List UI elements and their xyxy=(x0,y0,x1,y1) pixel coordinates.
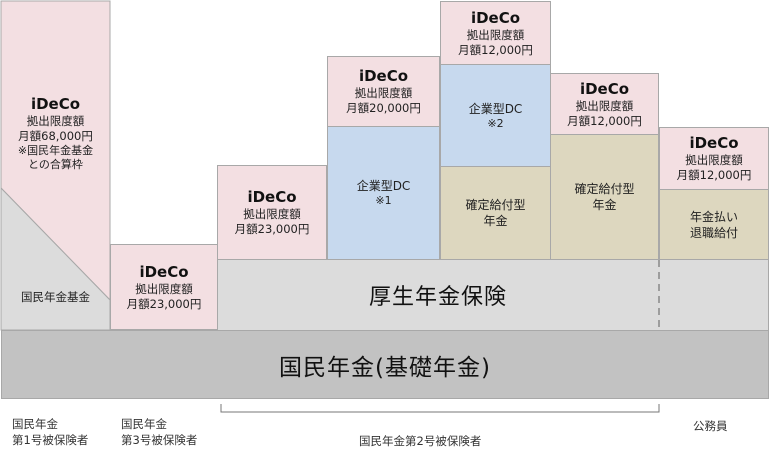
col2-ideco-amount: 月額23,000円 xyxy=(126,296,202,311)
col5-dc-label: 企業型DC xyxy=(468,101,523,116)
col1-ideco-title: iDeCo xyxy=(30,95,81,113)
col7-ideco-amount: 月額12,000円 xyxy=(676,168,752,182)
col1-ideco-note1: ※国民年金基金 xyxy=(17,144,94,157)
col1-ideco-limit-label: 拠出限度額 xyxy=(26,114,85,128)
col2-ideco-block: iDeCo 拠出限度額 月額23,000円 xyxy=(110,244,218,330)
col1-fund-label: 国民年金基金 xyxy=(21,289,90,304)
col4-dc-block: 企業型DC ※1 xyxy=(327,126,440,260)
col1-ideco-amount: 月額68,000円 xyxy=(18,129,93,143)
col7-pension-block: 年金払い 退職給付 xyxy=(659,189,769,260)
col5-db-block: 確定給付型 年金 xyxy=(440,166,551,260)
col7-ideco-limit-label: 拠出限度額 xyxy=(685,153,743,167)
col3-ideco-amount: 月額23,000円 xyxy=(234,222,310,236)
col2-ideco-title: iDeCo xyxy=(139,262,189,281)
label-type1-line1: 国民年金 xyxy=(12,417,58,431)
col5-db-line1: 確定給付型 xyxy=(465,198,526,212)
col3-ideco-title: iDeCo xyxy=(247,188,297,206)
col7-ideco-title: iDeCo xyxy=(689,134,739,152)
col5-dc-block: 企業型DC ※2 xyxy=(440,64,551,167)
col7-pension-line2: 退職給付 xyxy=(689,225,738,240)
col5-dc-note: ※2 xyxy=(487,116,504,130)
kosei-nenkin-block: 厚生年金保険 xyxy=(217,259,769,331)
col4-dc-note: ※1 xyxy=(375,194,392,207)
label-type2: 国民年金第2号被保険者 xyxy=(359,434,482,448)
label-civil-servant: 公務員 xyxy=(693,419,728,433)
col5-ideco-title: iDeCo xyxy=(470,8,521,27)
kosei-nenkin-label: 厚生年金保険 xyxy=(368,285,507,310)
col6-db-line1: 確定給付型 xyxy=(574,182,635,196)
label-type3-line2: 第3号被保険者 xyxy=(121,433,198,447)
label-type3-line1: 国民年金 xyxy=(121,417,167,431)
kokumin-nenkin-block: 国民年金(基礎年金) xyxy=(1,330,769,399)
col6-db-block: 確定給付型 年金 xyxy=(550,134,659,260)
label-type1-line2: 第1号被保険者 xyxy=(12,433,89,447)
col4-ideco-amount: 月額20,000円 xyxy=(346,101,421,115)
col1-ideco-block: iDeCo 拠出限度額 月額68,000円 ※国民年金基金 との合算枠 xyxy=(1,95,110,205)
col4-dc-label: 企業型DC xyxy=(356,179,411,193)
col3-ideco-block: iDeCo 拠出限度額 月額23,000円 xyxy=(217,165,327,260)
col6-ideco-amount: 月額12,000円 xyxy=(567,113,642,128)
col5-db-line2: 年金 xyxy=(483,214,508,228)
col6-ideco-block: iDeCo 拠出限度額 月額12,000円 xyxy=(550,73,659,135)
col6-ideco-limit-label: 拠出限度額 xyxy=(575,98,634,113)
col4-ideco-block: iDeCo 拠出限度額 月額20,000円 xyxy=(327,56,440,127)
col6-db-line2: 年金 xyxy=(592,198,617,212)
col4-ideco-title: iDeCo xyxy=(358,67,409,85)
col4-ideco-limit-label: 拠出限度額 xyxy=(354,86,413,100)
col3-ideco-limit-label: 拠出限度額 xyxy=(243,207,301,221)
label-type1: 国民年金 第1号被保険者 xyxy=(12,416,88,448)
col5-ideco-amount: 月額12,000円 xyxy=(458,42,533,57)
col5-ideco-limit-label: 拠出限度額 xyxy=(466,27,525,42)
col6-ideco-title: iDeCo xyxy=(579,79,630,98)
col5-ideco-block: iDeCo 拠出限度額 月額12,000円 xyxy=(440,1,551,65)
kokumin-nenkin-label: 国民年金(基礎年金) xyxy=(279,354,491,381)
col1-fund-label-block: 国民年金基金 xyxy=(1,285,110,309)
col1-ideco-note2: との合算枠 xyxy=(28,158,83,171)
label-type3: 国民年金 第3号被保険者 xyxy=(121,416,197,448)
col7-pension-line1: 年金払い xyxy=(689,209,738,224)
col2-ideco-limit-label: 拠出限度額 xyxy=(135,281,193,296)
col7-ideco-block: iDeCo 拠出限度額 月額12,000円 xyxy=(659,127,769,190)
